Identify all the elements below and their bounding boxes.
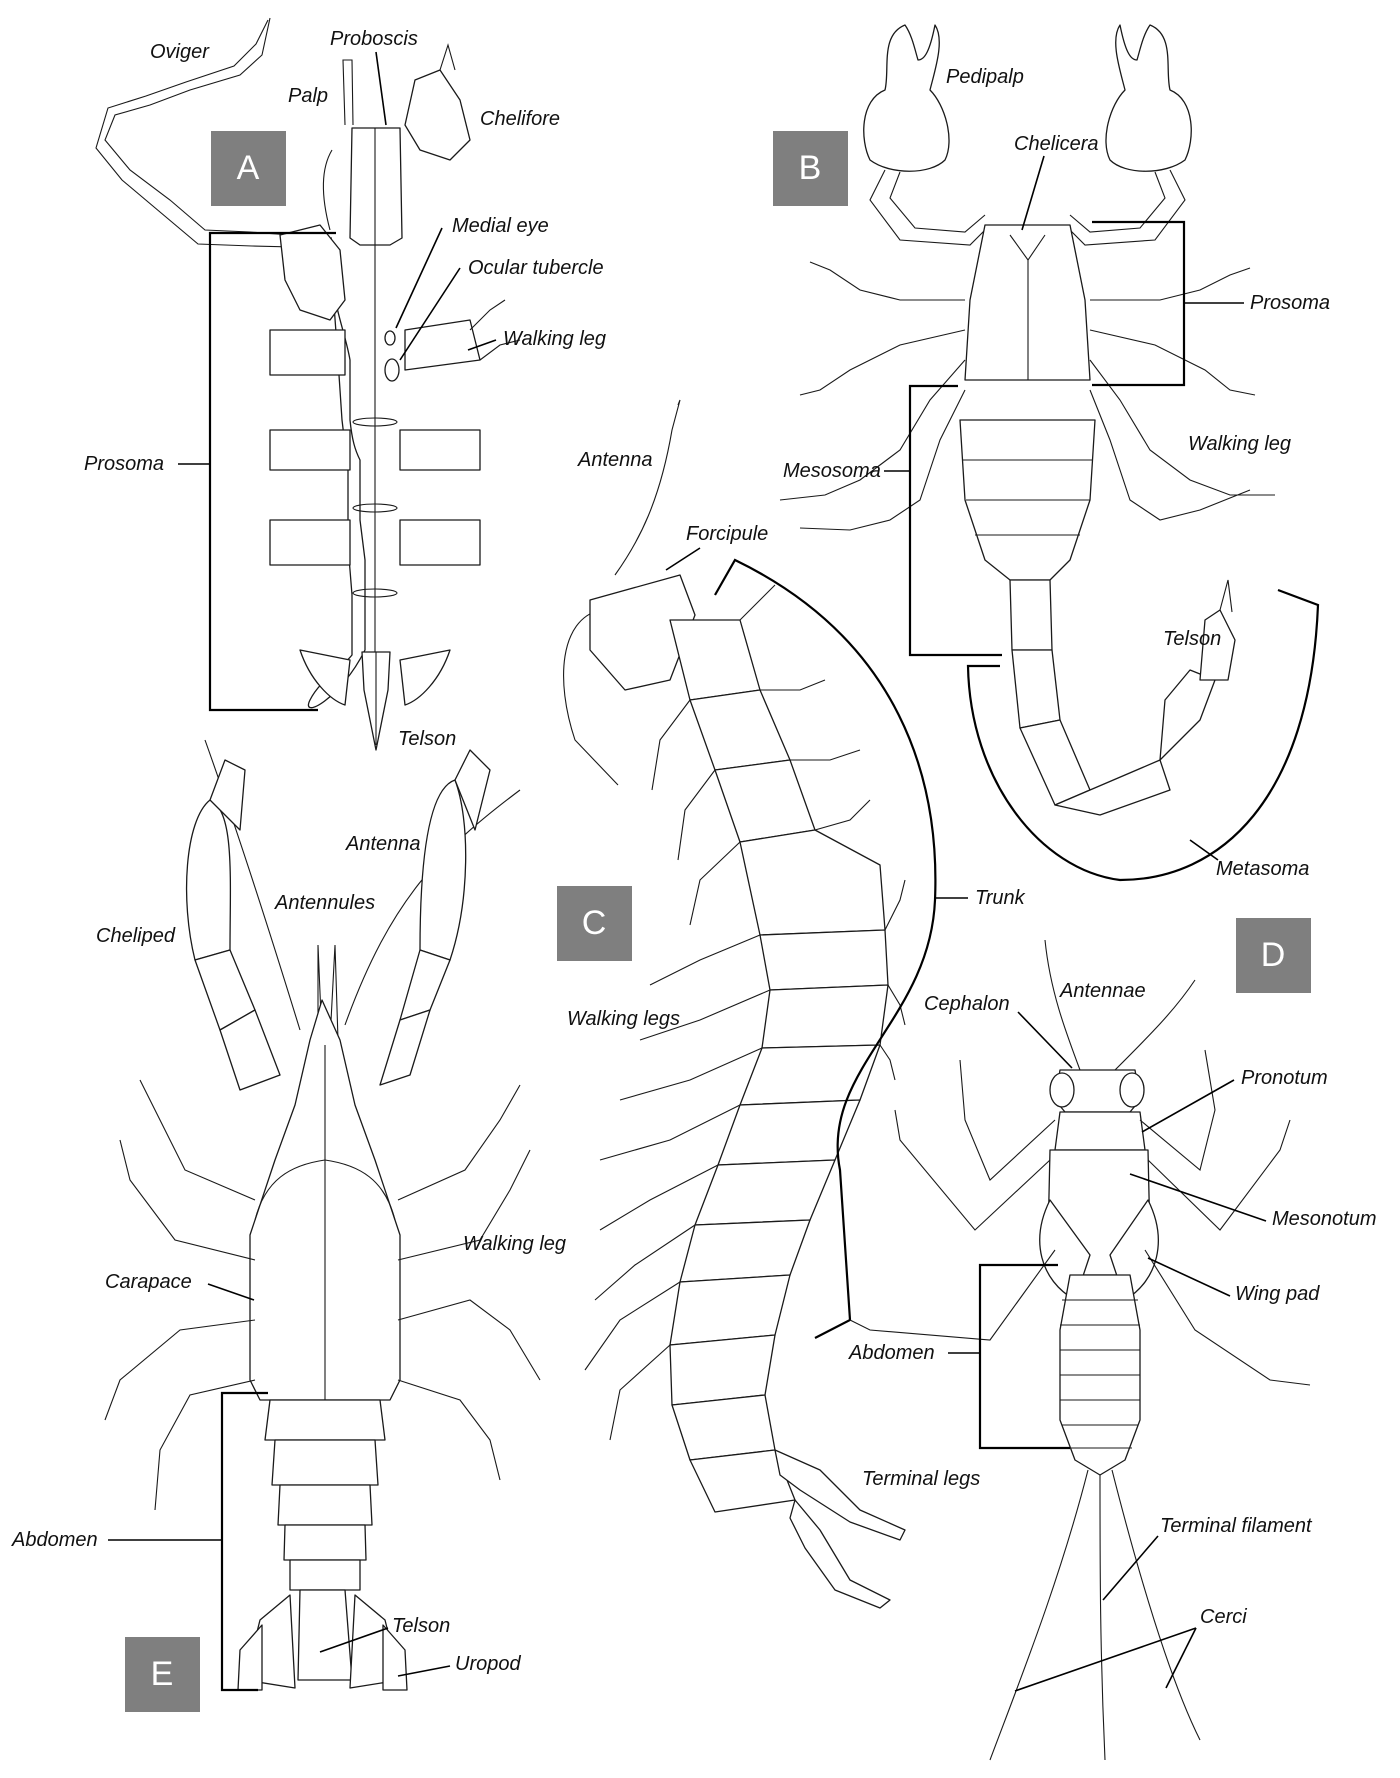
label-walking-leg-e: Walking leg bbox=[463, 1233, 566, 1255]
label-cheliped: Cheliped bbox=[96, 925, 176, 947]
label-cerci: Cerci bbox=[1200, 1606, 1247, 1628]
label-abdomen-d: Abdomen bbox=[848, 1342, 935, 1364]
label-oviger: Oviger bbox=[150, 41, 210, 63]
label-telson-a: Telson bbox=[398, 728, 456, 750]
label-palp: Palp bbox=[288, 85, 328, 107]
leader-uropod bbox=[397, 1665, 451, 1677]
label-proboscis: Proboscis bbox=[330, 28, 418, 50]
leader-medial-eye bbox=[395, 227, 443, 329]
leader-chelicera bbox=[1021, 155, 1045, 231]
label-prosoma-b: Prosoma bbox=[1250, 292, 1330, 314]
label-antennae: Antennae bbox=[1059, 980, 1146, 1002]
bracket-prosoma-b bbox=[1092, 220, 1186, 387]
label-uropod: Uropod bbox=[455, 1653, 521, 1675]
mayfly-nymph-drawing bbox=[849, 939, 1311, 1761]
leader-proboscis bbox=[375, 51, 387, 126]
leader-metasoma bbox=[1189, 839, 1219, 861]
label-terminal-filament: Terminal filament bbox=[1160, 1515, 1313, 1537]
label-antenna-c: Antenna bbox=[577, 449, 653, 471]
label-pedipalp: Pedipalp bbox=[946, 66, 1024, 88]
leader-telson-e bbox=[319, 1627, 389, 1653]
panel-d-letter: D bbox=[1261, 936, 1286, 974]
label-ocular-tubercle: Ocular tubercle bbox=[468, 257, 604, 279]
leader-walking-leg-a bbox=[467, 339, 497, 351]
crayfish-drawing bbox=[104, 739, 541, 1691]
sea-spider-drawing bbox=[95, 17, 521, 751]
panel-e-badge: E bbox=[125, 1637, 200, 1712]
bracket-metasoma bbox=[966, 588, 1320, 882]
label-chelicera: Chelicera bbox=[1014, 133, 1098, 155]
panel-c-centipede: C Antenna Forcipule Trunk Walking legs T… bbox=[557, 399, 1026, 1609]
bracket-prosoma-a bbox=[208, 231, 336, 712]
leader-ocular-tubercle bbox=[399, 267, 461, 361]
panel-d-mayfly-nymph: D Cephalon Antennae Pronotum Mesonotum W… bbox=[848, 918, 1377, 1761]
label-walking-leg-a: Walking leg bbox=[503, 328, 606, 350]
panel-e-crayfish: E Antenna Antennules Cheliped Walking le… bbox=[11, 739, 566, 1712]
panel-b-scorpion: B Pedipalp Chelicera Prosoma Walking leg… bbox=[773, 24, 1330, 882]
label-walking-legs: Walking legs bbox=[567, 1008, 680, 1030]
label-wing-pad: Wing pad bbox=[1235, 1283, 1320, 1305]
label-walking-leg-b: Walking leg bbox=[1188, 433, 1291, 455]
bracket-mesosoma bbox=[908, 384, 1002, 657]
leader-carapace bbox=[207, 1283, 255, 1301]
panel-b-letter: B bbox=[799, 149, 822, 187]
label-carapace: Carapace bbox=[105, 1271, 192, 1293]
label-abdomen-e: Abdomen bbox=[11, 1529, 98, 1551]
label-medial-eye: Medial eye bbox=[452, 215, 549, 237]
label-trunk: Trunk bbox=[975, 887, 1026, 909]
label-mesosoma: Mesosoma bbox=[783, 460, 881, 482]
panel-a-letter: A bbox=[237, 149, 260, 187]
panel-c-letter: C bbox=[582, 904, 607, 942]
panel-d-badge: D bbox=[1236, 918, 1311, 993]
bracket-abdomen-d bbox=[978, 1263, 1070, 1450]
label-antennules: Antennules bbox=[274, 892, 375, 914]
panel-c-badge: C bbox=[557, 886, 632, 961]
label-terminal-legs: Terminal legs bbox=[862, 1468, 980, 1490]
label-antenna-e: Antenna bbox=[345, 833, 421, 855]
centipede-drawing bbox=[563, 399, 906, 1609]
panel-a-badge: A bbox=[211, 131, 286, 206]
leader-mesonotum bbox=[1129, 1173, 1267, 1222]
leader-pronotum bbox=[1141, 1079, 1235, 1133]
label-cephalon: Cephalon bbox=[924, 993, 1010, 1015]
panel-a-sea-spider: A Oviger Proboscis Palp Chelifore Medial… bbox=[84, 17, 606, 751]
leader-forcipule bbox=[665, 547, 701, 571]
leader-cerci-left bbox=[1014, 1627, 1197, 1692]
panel-b-badge: B bbox=[773, 131, 848, 206]
label-prosoma-a: Prosoma bbox=[84, 453, 164, 475]
label-chelifore: Chelifore bbox=[480, 108, 560, 130]
label-metasoma: Metasoma bbox=[1216, 858, 1309, 880]
bracket-trunk bbox=[714, 558, 937, 1339]
label-telson-b: Telson bbox=[1163, 628, 1221, 650]
label-forcipule: Forcipule bbox=[686, 523, 768, 545]
label-mesonotum: Mesonotum bbox=[1272, 1208, 1377, 1230]
leader-wing-pad bbox=[1147, 1257, 1231, 1297]
leader-cerci-right bbox=[1165, 1627, 1197, 1689]
label-telson-e: Telson bbox=[392, 1615, 450, 1637]
leader-cephalon bbox=[1017, 1011, 1073, 1069]
scorpion-drawing bbox=[779, 24, 1275, 816]
bracket-abdomen-e bbox=[220, 1391, 268, 1692]
panel-e-letter: E bbox=[151, 1655, 174, 1693]
leader-terminal-filament bbox=[1102, 1535, 1159, 1601]
label-pronotum: Pronotum bbox=[1241, 1067, 1328, 1089]
